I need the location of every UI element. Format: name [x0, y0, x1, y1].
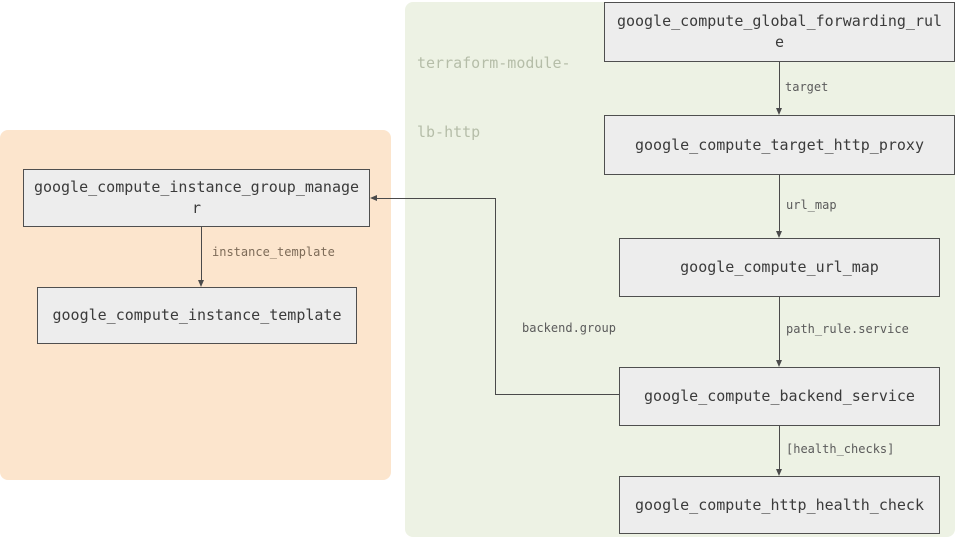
arrowhead-down-icon	[776, 469, 782, 476]
node-google-compute-http-health-check: google_compute_http_health_check	[619, 476, 940, 534]
edge-url-map-to-backend	[779, 297, 780, 360]
edge-backend-group-segment-bottom	[495, 394, 619, 395]
arrowhead-left-icon	[370, 195, 377, 201]
node-google-compute-backend-service: google_compute_backend_service	[619, 367, 940, 426]
edge-label-backend-group: backend.group	[522, 321, 616, 335]
edge-backend-group-segment-vertical	[495, 198, 496, 395]
edge-label-path-rule-service: path_rule.service	[786, 322, 909, 336]
edge-label-instance-template: instance_template	[212, 245, 335, 259]
node-google-compute-url-map: google_compute_url_map	[619, 238, 940, 297]
arrowhead-down-icon	[776, 108, 782, 115]
edge-label-target: target	[785, 80, 829, 94]
edge-backend-to-health-check	[779, 426, 780, 469]
cluster-label-line1: terraform-module-	[417, 54, 571, 72]
arrowhead-down-icon	[776, 231, 782, 238]
node-google-compute-target-http-proxy: google_compute_target_http_proxy	[604, 115, 955, 175]
edge-proxy-to-url-map	[779, 175, 780, 231]
edge-backend-group-segment-top	[377, 198, 495, 199]
node-google-compute-global-forwarding-rule: google_compute_global_forwarding_rule	[604, 2, 955, 62]
node-google-compute-instance-template: google_compute_instance_template	[37, 287, 357, 344]
arrowhead-down-icon	[198, 280, 204, 287]
edge-manager-to-template	[201, 227, 202, 280]
cluster-label: terraform-module- lb-http	[417, 6, 571, 190]
cluster-label-line2: lb-http	[417, 123, 481, 141]
arrowhead-down-icon	[776, 360, 782, 367]
edge-label-url-map: url_map	[786, 198, 837, 212]
edge-label-health-checks: [health_checks]	[786, 442, 895, 456]
edge-forwarding-rule-to-proxy	[779, 62, 780, 108]
node-google-compute-instance-group-manager: google_compute_instance_group_manager	[23, 169, 370, 227]
